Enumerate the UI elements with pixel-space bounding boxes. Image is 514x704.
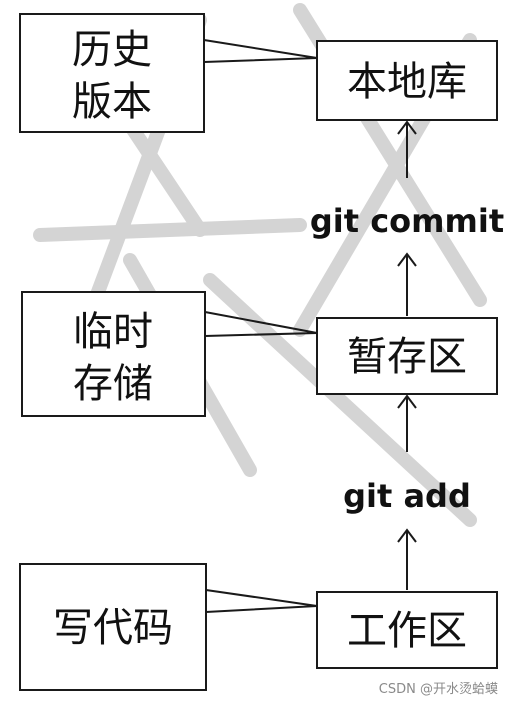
temp-storage-callout-line1: 临时 — [73, 309, 153, 355]
csdn-watermark: CSDN @开水烫蛤蟆 — [379, 682, 498, 697]
temp-storage-callout-pointer — [204, 311, 318, 337]
commit-upper-arrow — [397, 120, 417, 178]
temp-storage-callout-line2: 存储 — [73, 361, 153, 407]
history-callout-pointer — [203, 39, 318, 63]
write-code-callout-pointer — [205, 589, 318, 613]
git-add-command: git add — [343, 477, 471, 515]
commit-lower-arrow — [397, 252, 417, 316]
add-upper-arrow — [397, 394, 417, 452]
history-callout-box — [19, 13, 205, 133]
history-callout-line2: 版本 — [72, 79, 152, 125]
git-commit-command: git commit — [310, 202, 504, 240]
staging-box — [316, 317, 498, 395]
local-repo-label: 本地库 — [347, 59, 467, 105]
add-lower-arrow — [397, 528, 417, 590]
write-code-callout-box — [19, 563, 207, 691]
workspace-box — [316, 591, 498, 669]
local-repo-box — [316, 40, 498, 121]
write-code-callout-label: 写代码 — [53, 605, 173, 651]
staging-label: 暂存区 — [347, 334, 467, 380]
history-callout-line1: 历史 — [72, 27, 152, 73]
workspace-label: 工作区 — [347, 608, 467, 654]
temp-storage-callout-box — [21, 291, 206, 417]
